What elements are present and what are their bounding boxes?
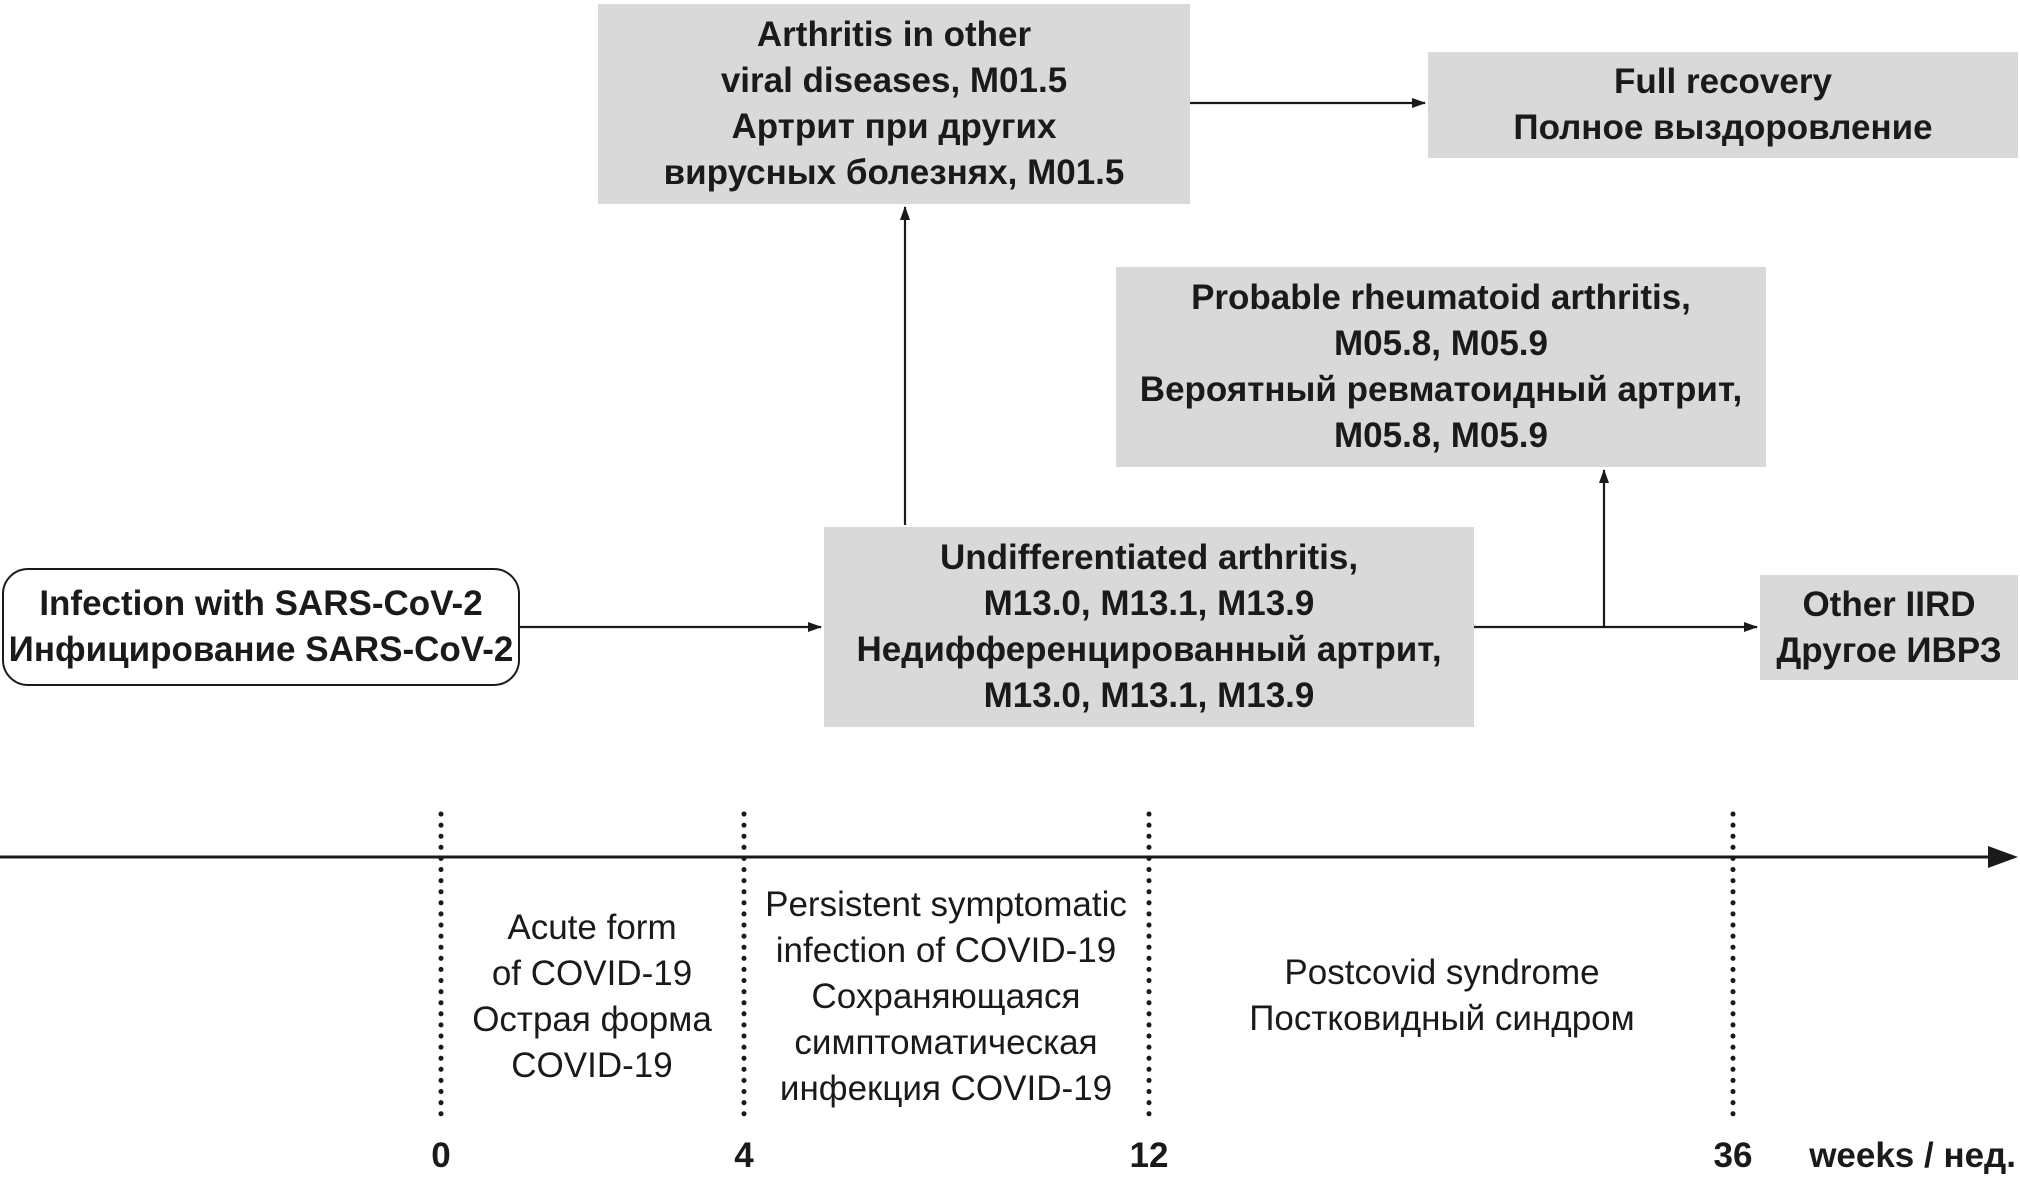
node-full-recovery: Full recovery Полное выздоровление	[1428, 52, 2018, 158]
tick-label-week-12: 12	[1129, 1136, 1169, 1175]
phase-label-persistent: Persistent symptomatic infection of COVI…	[765, 885, 1127, 1108]
timeline-arrowhead	[1988, 846, 2018, 868]
node-undifferentiated-arthritis: Undifferentiated arthritis, M13.0, M13.1…	[824, 527, 1474, 727]
phase-label-postcovid: Postcovid syndrome Постковидный синдром	[1249, 953, 1635, 1038]
tick-label-week-36: 36	[1713, 1136, 1753, 1175]
axis-unit-label: weeks / нед.	[1809, 1136, 2016, 1175]
phase-label-acute: Acute form of COVID-19 Острая форма COVI…	[472, 908, 712, 1085]
node-probable-rheumatoid-arthritis: Probable rheumatoid arthritis, M05.8, M0…	[1116, 267, 1766, 467]
node-other-iird: Other IIRD Другое ИВРЗ	[1760, 575, 2018, 680]
node-sars-cov-2-infection: Infection with SARS-CoV-2 Инфицирование …	[2, 568, 520, 686]
tick-label-week-4: 4	[734, 1136, 754, 1175]
tick-label-week-0: 0	[431, 1136, 451, 1175]
node-arthritis-viral-diseases: Arthritis in other viral diseases, M01.5…	[598, 4, 1190, 204]
